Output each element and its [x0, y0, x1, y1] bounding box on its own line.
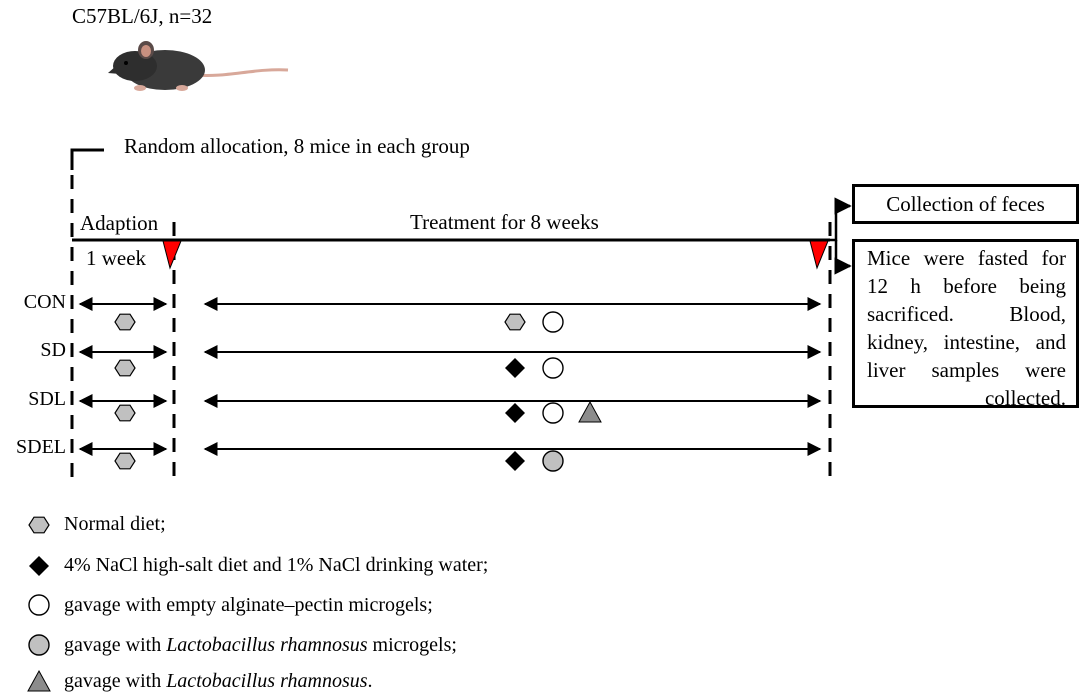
treatment-label: Treatment for 8 weeks	[410, 210, 599, 234]
triangle-symbol	[578, 400, 602, 423]
sacrifice-line: kidney, intestine, and	[867, 330, 1066, 354]
mouse-illustration	[108, 41, 289, 91]
adaption-duration-label: 1 week	[86, 246, 147, 270]
circle-gray-symbol	[542, 450, 564, 472]
treatment-arrows	[203, 297, 822, 456]
legend-hexagon-symbol	[28, 516, 50, 534]
normal-diet-symbol	[114, 452, 136, 470]
group-label-sd: SD	[40, 339, 66, 361]
sacrifice-box: Mice were fasted for 12 h before being s…	[852, 239, 1079, 410]
legend-empty-microgels: gavage with empty alginate–pectin microg…	[64, 594, 433, 616]
normal-diet-symbol	[114, 313, 136, 331]
arrow-to-sacrifice	[834, 240, 852, 275]
allocation-label: Random allocation, 8 mice in each group	[124, 134, 470, 158]
sacrifice-line: Mice were fasted for	[867, 246, 1066, 270]
allocation-bracket	[70, 148, 104, 170]
diamond-symbol	[505, 358, 525, 378]
legend-normal-diet: Normal diet;	[64, 513, 166, 535]
diamond-symbol	[505, 403, 525, 423]
legend-lr-microgels: gavage with Lactobacillus rhamnosus micr…	[64, 634, 457, 656]
normal-diet-symbol	[114, 404, 136, 422]
red-marker-adaption-end	[162, 240, 182, 270]
legend-high-salt: 4% NaCl high-salt diet and 1% NaCl drink…	[64, 554, 489, 576]
sacrifice-line: liver samples were	[867, 358, 1066, 382]
treatment-symbols	[504, 311, 602, 472]
arrow-to-feces	[830, 197, 852, 242]
legend-lr: gavage with Lactobacillus rhamnosus.	[64, 670, 373, 692]
legend-circle-gray-symbol	[28, 634, 50, 656]
adaption-symbols	[114, 313, 136, 470]
group-label-sdel: SDEL	[16, 436, 66, 458]
group-label-con: CON	[23, 291, 66, 313]
circle-open-symbol	[542, 402, 564, 424]
legend-circle-open-symbol	[28, 594, 50, 616]
red-marker-treatment-end	[809, 240, 829, 270]
adaption-label: Adaption	[80, 211, 159, 235]
sacrifice-line: sacrificed. Blood,	[867, 302, 1066, 326]
group-label-sdl: SDL	[28, 388, 66, 410]
feces-collection-box: Collection of feces	[852, 184, 1079, 224]
legend-symbols	[27, 516, 51, 692]
normal-diet-symbol	[114, 359, 136, 377]
feces-collection-text: Collection of feces	[886, 192, 1045, 216]
hexagon-symbol	[504, 313, 526, 331]
circle-open-symbol	[542, 357, 564, 379]
sacrifice-line: collected.	[984, 386, 1066, 410]
species-label: C57BL/6J, n=32	[72, 4, 213, 28]
diamond-symbol	[505, 451, 525, 471]
circle-open-symbol	[542, 311, 564, 333]
sacrifice-line: 12 h before being	[867, 274, 1066, 298]
legend-diamond-symbol	[29, 556, 49, 576]
adaption-arrows	[78, 297, 168, 456]
legend-triangle-symbol	[27, 669, 51, 692]
